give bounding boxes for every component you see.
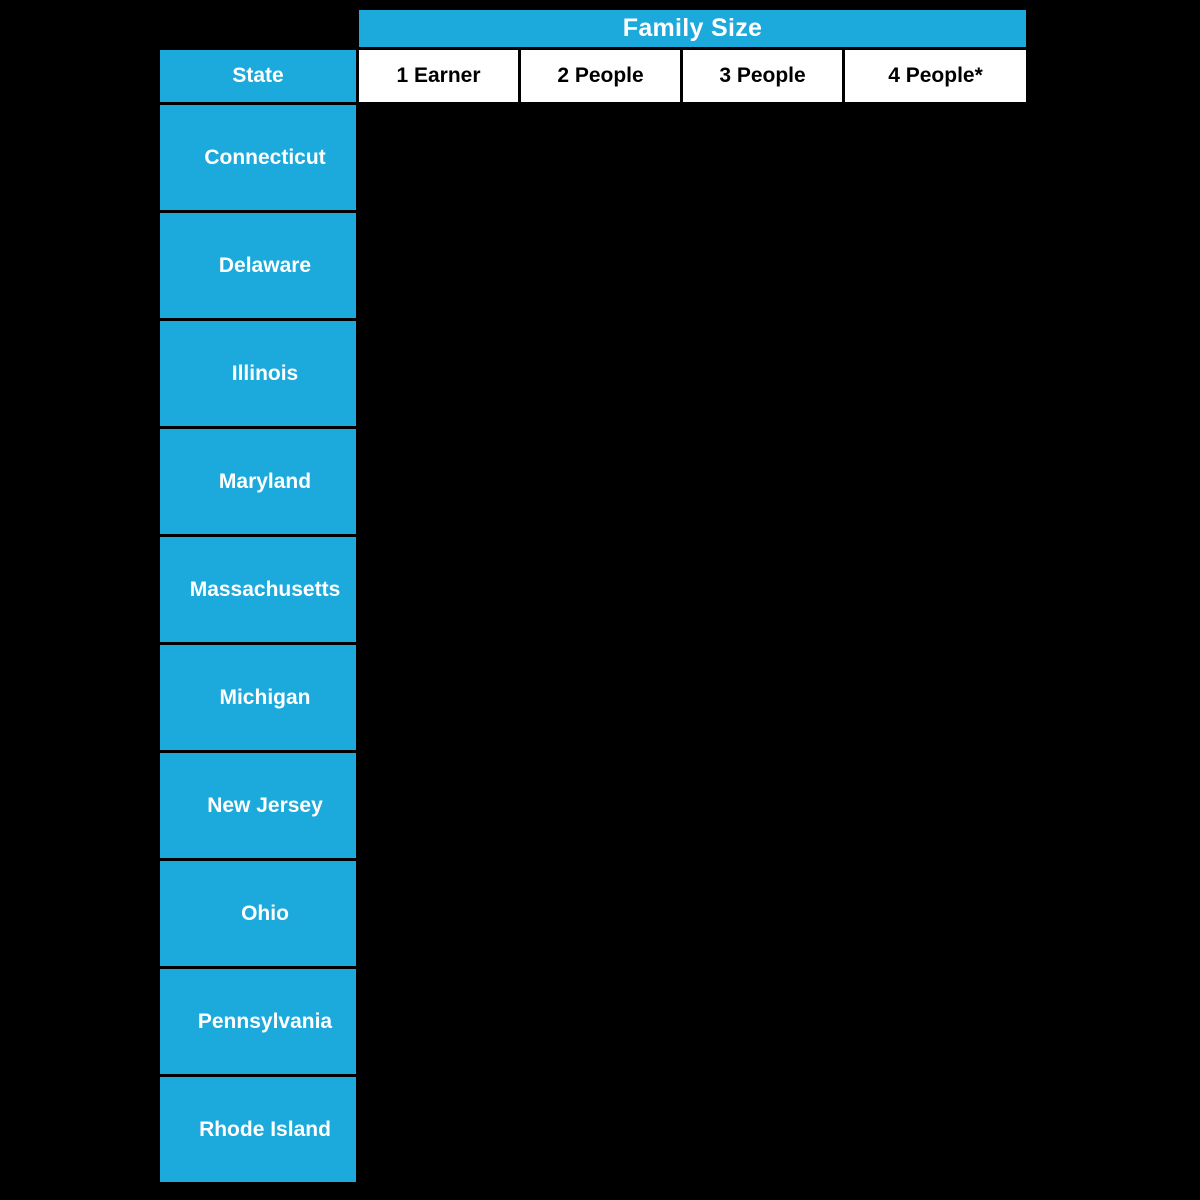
- blank-data-cell: [521, 213, 680, 318]
- blank-data-cell: [683, 1077, 842, 1182]
- blank-data-cell: [359, 321, 518, 426]
- blank-data-cell: [359, 213, 518, 318]
- state-row-label: Illinois: [160, 321, 356, 426]
- blank-data-cell: [359, 753, 518, 858]
- blank-data-cell: [845, 105, 1026, 210]
- blank-data-cell: [683, 537, 842, 642]
- blank-data-cell: [683, 105, 842, 210]
- column-header-cell: 3 People: [683, 50, 842, 102]
- state-column-header: State: [160, 50, 356, 102]
- blank-data-cell: [845, 213, 1026, 318]
- blank-data-cell: [359, 537, 518, 642]
- state-row-label: Pennsylvania: [160, 969, 356, 1074]
- state-row-label: Maryland: [160, 429, 356, 534]
- blank-data-cell: [359, 1077, 518, 1182]
- corner-spacer-cell: [160, 10, 356, 47]
- blank-data-cell: [683, 429, 842, 534]
- blank-data-cell: [683, 645, 842, 750]
- blank-data-cell: [521, 321, 680, 426]
- state-row-label: Ohio: [160, 861, 356, 966]
- blank-data-cell: [683, 753, 842, 858]
- blank-data-cell: [521, 645, 680, 750]
- blank-data-cell: [683, 213, 842, 318]
- blank-data-cell: [521, 537, 680, 642]
- state-row-label: Connecticut: [160, 105, 356, 210]
- blank-data-cell: [359, 969, 518, 1074]
- blank-data-cell: [845, 537, 1026, 642]
- blank-data-cell: [521, 1077, 680, 1182]
- state-row-label: Massachusetts: [160, 537, 356, 642]
- blank-data-cell: [683, 861, 842, 966]
- blank-data-cell: [845, 429, 1026, 534]
- blank-data-cell: [683, 969, 842, 1074]
- blank-data-cell: [845, 321, 1026, 426]
- blank-data-cell: [359, 429, 518, 534]
- state-row-label: Rhode Island: [160, 1077, 356, 1182]
- column-header-cell: 1 Earner: [359, 50, 518, 102]
- blank-data-cell: [521, 969, 680, 1074]
- state-row-label: New Jersey: [160, 753, 356, 858]
- blank-data-cell: [845, 969, 1026, 1074]
- blank-data-cell: [683, 321, 842, 426]
- blank-data-cell: [359, 105, 518, 210]
- state-row-label: Michigan: [160, 645, 356, 750]
- blank-data-cell: [845, 1077, 1026, 1182]
- blank-data-cell: [845, 861, 1026, 966]
- blank-data-cell: [359, 861, 518, 966]
- blank-data-cell: [845, 645, 1026, 750]
- column-header-cell: 4 People*: [845, 50, 1026, 102]
- blank-data-cell: [521, 429, 680, 534]
- table-title-banner: Family Size: [359, 10, 1026, 47]
- blank-data-cell: [521, 861, 680, 966]
- state-row-label: Delaware: [160, 213, 356, 318]
- blank-data-cell: [359, 645, 518, 750]
- column-header-cell: 2 People: [521, 50, 680, 102]
- blank-data-cell: [521, 753, 680, 858]
- blank-data-cell: [845, 753, 1026, 858]
- blank-data-cell: [521, 105, 680, 210]
